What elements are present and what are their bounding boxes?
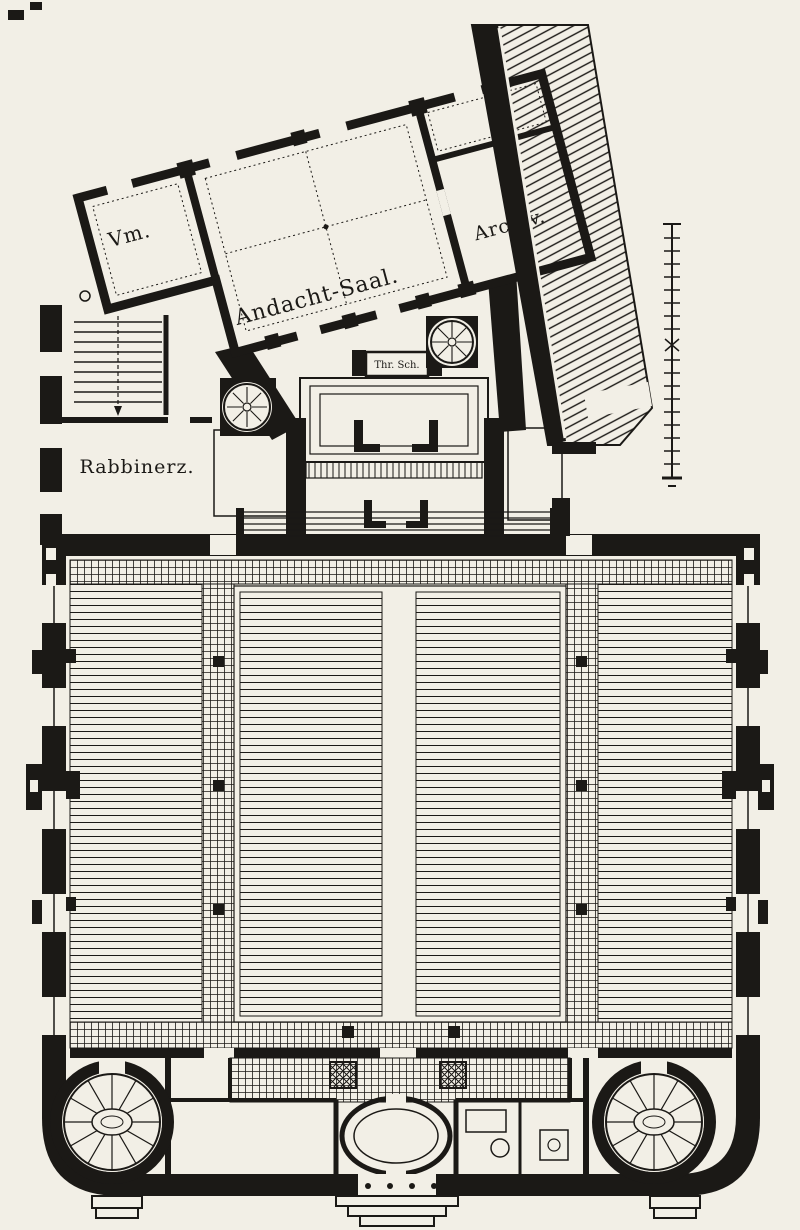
aisle-left xyxy=(201,583,235,1023)
windows-left xyxy=(42,585,66,1035)
wing-piers xyxy=(176,97,477,351)
main-hall xyxy=(26,534,774,1227)
spiral-stair-mid-left xyxy=(222,382,272,432)
columns xyxy=(213,656,587,1038)
ark-platform xyxy=(299,377,489,479)
vestibule xyxy=(50,1057,716,1196)
bima-platform xyxy=(236,500,558,540)
service-block: Rabbinerz. xyxy=(40,290,212,545)
ark-apse: Thr. Sch. xyxy=(213,272,596,540)
pew-block-center-right xyxy=(415,591,561,1017)
neighbour-hatch-band xyxy=(470,24,654,446)
straight-stair xyxy=(74,315,169,416)
rabbi-room-label: Rabbinerz. xyxy=(79,456,194,478)
passage-right xyxy=(507,427,563,521)
vestibule-wall xyxy=(70,1048,732,1058)
aisle-bottom xyxy=(69,1021,733,1049)
pier-right xyxy=(439,1061,467,1089)
buttresses xyxy=(26,650,774,924)
column-dot xyxy=(79,290,91,302)
entrance-steps xyxy=(91,1195,701,1227)
seating-area xyxy=(66,559,736,1049)
aisle-right xyxy=(565,583,599,1023)
pier-left xyxy=(329,1061,357,1089)
torah-ark-label: Thr. Sch. xyxy=(374,360,419,371)
west-facade xyxy=(40,305,62,545)
windows-right xyxy=(736,585,760,1035)
pew-block-center-left xyxy=(239,591,383,1017)
corner-quoins xyxy=(46,548,754,586)
pew-block-right xyxy=(597,583,733,1023)
spiral-stair-bottom-right xyxy=(592,1060,716,1184)
spiral-stair-bottom-left xyxy=(50,1060,174,1184)
scale-bar xyxy=(662,223,682,487)
spiral-stair-mid-right xyxy=(428,318,476,366)
edge-marks xyxy=(8,2,42,20)
wall-pilasters xyxy=(66,649,736,911)
torah-ark-box: Thr. Sch. xyxy=(352,350,442,378)
pew-block-left xyxy=(69,583,203,1023)
side-room-fixtures xyxy=(465,1100,569,1174)
aisle-top xyxy=(69,559,733,585)
